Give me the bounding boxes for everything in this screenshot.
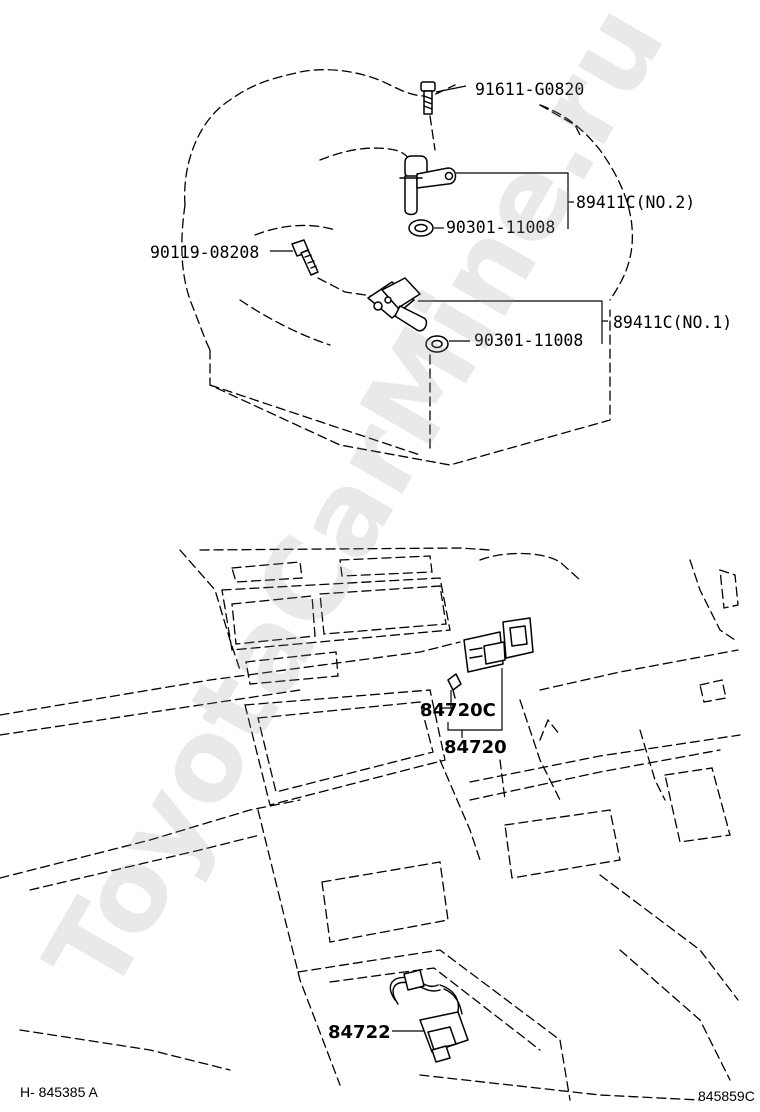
- figure-code-left: H- 845385 A: [20, 1084, 98, 1100]
- leader-84720C: [440, 690, 452, 709]
- callout-90301-11008-lower[interactable]: 90301-11008: [474, 331, 583, 350]
- switch-assembly-84720[interactable]: [463, 617, 534, 673]
- o-ring-upper[interactable]: [408, 219, 434, 237]
- callout-84720[interactable]: 84720: [444, 737, 507, 758]
- callout-91611-G0820[interactable]: 91611-G0820: [475, 80, 584, 99]
- o-ring-lower[interactable]: [425, 335, 449, 353]
- leader-sensor-no1: [418, 300, 608, 344]
- clip-84720C[interactable]: [447, 673, 462, 699]
- leader-84720-bracket: [447, 668, 503, 731]
- bolt-90119-08208[interactable]: [291, 239, 319, 276]
- callout-89411C-no1[interactable]: 89411C(NO.1): [613, 313, 732, 332]
- callout-90301-11008-upper[interactable]: 90301-11008: [446, 218, 555, 237]
- bolt-top-alignment-line: [429, 115, 436, 151]
- shift-position-switch-84722[interactable]: [389, 969, 469, 1063]
- bolt-left-alignment-line: [317, 277, 373, 297]
- speed-sensor-no2[interactable]: [399, 155, 457, 216]
- figure-code-right: 845859C: [698, 1088, 755, 1104]
- leader-sensor-no2: [456, 172, 574, 229]
- watermark-text: ToyotaCarMine.ru: [21, 0, 690, 1014]
- bolt-91611-G0820[interactable]: [420, 81, 436, 115]
- callout-89411C-no2[interactable]: 89411C(NO.2): [576, 193, 695, 212]
- speed-sensor-no1[interactable]: [367, 277, 428, 332]
- callout-90119-08208[interactable]: 90119-08208: [150, 243, 259, 262]
- transmission-housing-outline: [181, 69, 634, 466]
- callout-84722[interactable]: 84722: [328, 1022, 391, 1043]
- leader-bolt-top: [435, 85, 467, 93]
- callout-84720C[interactable]: 84720C: [420, 700, 496, 721]
- dashboard-outline: [0, 547, 741, 1101]
